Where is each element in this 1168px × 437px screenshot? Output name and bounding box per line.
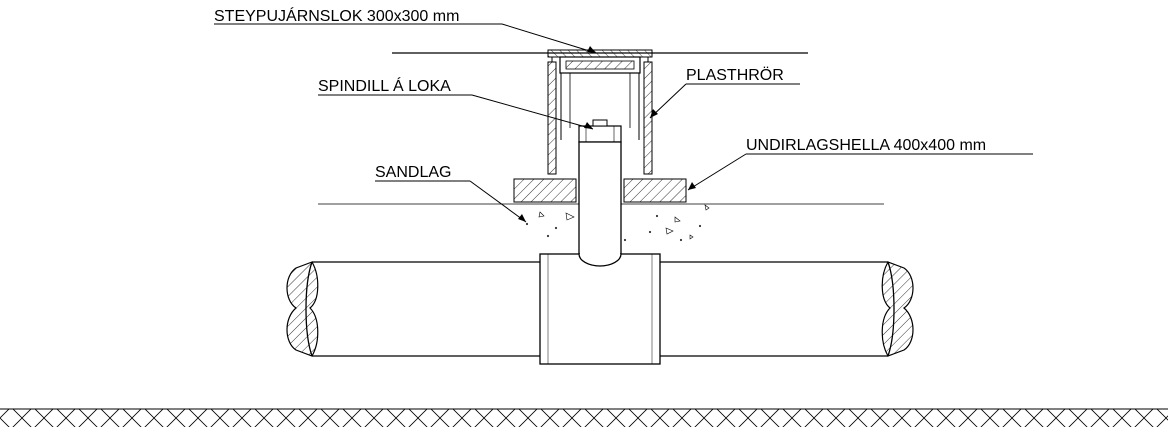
valve-spindle	[578, 119, 622, 143]
label-cover-text: STEYPUJÁRNSLOK 300x300 mm	[214, 6, 459, 25]
support-slab-left	[513, 178, 577, 203]
pipe-break-left	[286, 261, 319, 357]
label-spindle: SPINDILL Á LOKA	[318, 76, 594, 130]
label-sand-text: SANDLAG	[375, 164, 451, 181]
earth-hatch-band	[0, 409, 1168, 427]
label-slab-text: UNDIRLAGSHELLA 400x400 mm	[746, 137, 986, 154]
label-spindle-text: SPINDILL Á LOKA	[318, 76, 451, 95]
cast-iron-cover	[547, 49, 653, 74]
label-cover: STEYPUJÁRNSLOK 300x300 mm	[214, 6, 597, 54]
label-sand: SANDLAG	[375, 164, 527, 223]
pipe-break-right	[881, 261, 914, 357]
label-pipe: PLASTHRÖR	[649, 66, 800, 119]
main-water-pipe	[305, 253, 895, 365]
plastic-sleeve-pipe	[547, 61, 653, 175]
label-pipe-text: PLASTHRÖR	[686, 66, 784, 84]
support-slab-right	[623, 178, 687, 203]
label-slab: UNDIRLAGSHELLA 400x400 mm	[687, 137, 1033, 191]
valve-stem	[578, 141, 622, 271]
